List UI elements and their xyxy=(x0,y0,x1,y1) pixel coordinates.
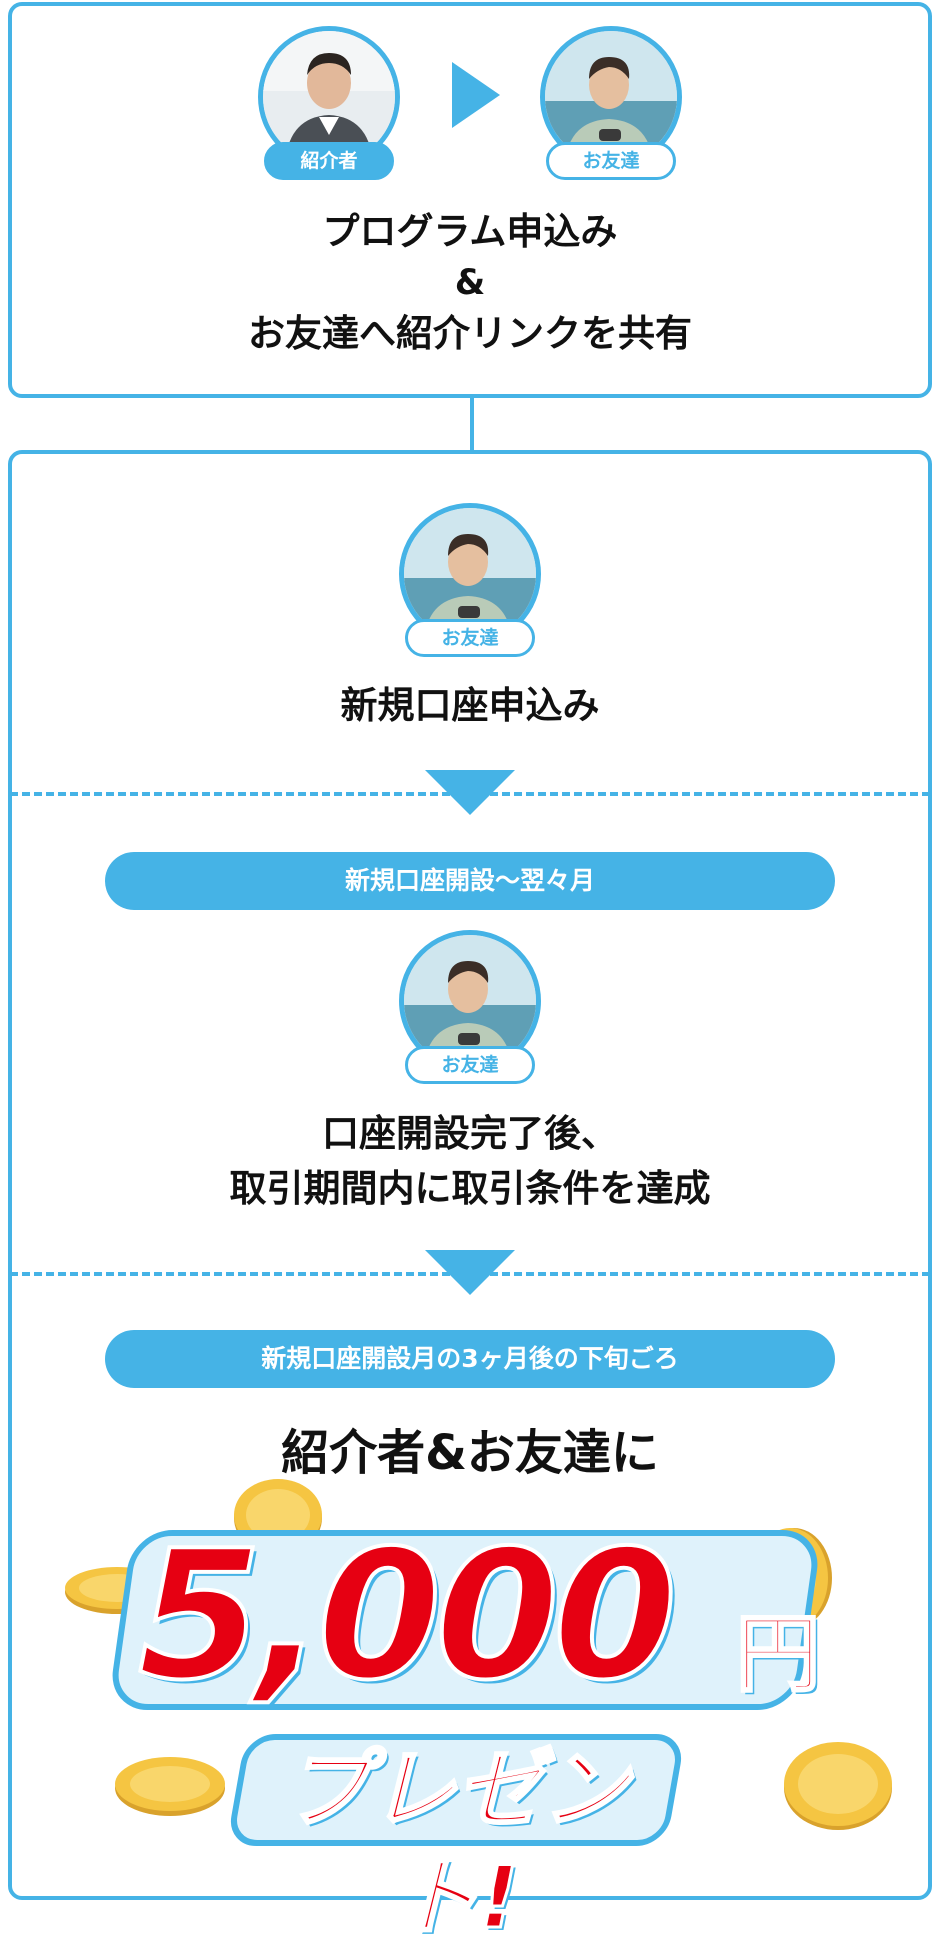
period-label-1: 新規口座開設〜翌々月 xyxy=(105,852,835,910)
play-arrow-icon xyxy=(452,62,500,128)
step1-line2: & xyxy=(454,263,486,303)
friend-badge: お友達 xyxy=(405,1046,535,1084)
friend-avatar-group-2: お友達 xyxy=(399,503,541,661)
coin-icon xyxy=(115,1757,225,1816)
coin-icon xyxy=(784,1742,892,1830)
down-triangle-icon xyxy=(425,1250,515,1295)
reward-amount-group: 5,000 円 xyxy=(107,1510,840,1720)
friend-badge: お友達 xyxy=(546,142,676,180)
friend-avatar-group-1: お友達 xyxy=(540,26,682,184)
friend-avatar-group-3: お友達 xyxy=(399,930,541,1088)
reward-amount: 5,000 xyxy=(136,1512,679,1719)
period-label-2: 新規口座開設月の3ヶ月後の下旬ごろ xyxy=(105,1330,835,1388)
step1-line1: プログラム申込み xyxy=(322,210,618,253)
step3-line1: 口座開設完了後、 xyxy=(322,1112,618,1155)
step1-line3: お友達へ紹介リンクを共有 xyxy=(248,312,692,355)
connector-line xyxy=(470,398,474,452)
step3-line2: 取引期間内に取引条件を達成 xyxy=(229,1167,711,1210)
reward-currency: 円 xyxy=(734,1605,821,1704)
friend-badge: お友達 xyxy=(405,619,535,657)
step2-text: 新規口座申込み xyxy=(340,684,600,727)
step1-card xyxy=(8,2,932,398)
present-text: プレゼント! xyxy=(283,1739,630,1950)
referrer-badge: 紹介者 xyxy=(264,142,394,180)
down-triangle-icon xyxy=(425,770,515,815)
reward-headline: 紹介者&お友達に xyxy=(281,1425,659,1481)
referrer-avatar-group: 紹介者 xyxy=(258,26,400,184)
